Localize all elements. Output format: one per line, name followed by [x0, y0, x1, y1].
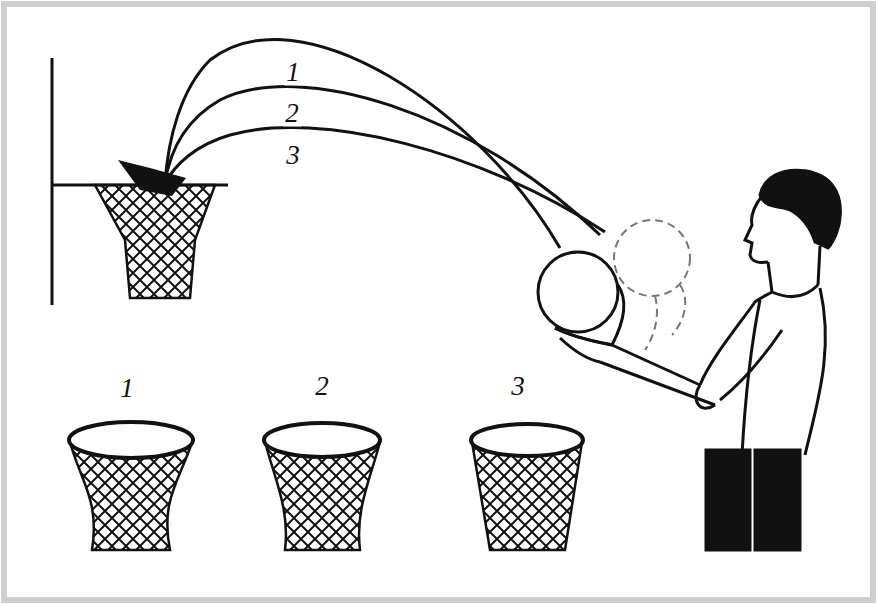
player-part	[700, 292, 772, 385]
trajectory-number: 2	[283, 100, 301, 127]
player	[555, 170, 840, 550]
basket-number: 1	[118, 375, 136, 402]
player-part	[600, 362, 715, 405]
ghost-ball-part	[645, 296, 657, 350]
basket-variant-part	[471, 424, 583, 456]
trajectory-curve-part	[165, 128, 605, 232]
player-part	[768, 262, 772, 292]
trajectory-number: 3	[284, 142, 302, 169]
player-part	[755, 450, 800, 550]
backboard-hoop-part	[51, 58, 54, 305]
trajectory-curve-part	[165, 86, 600, 235]
basket-variant-part	[264, 423, 380, 457]
basket-number: 3	[509, 373, 527, 400]
backboard-hoop-part	[95, 185, 215, 298]
basket-variant-part	[472, 442, 582, 550]
ball-entering-hoop	[118, 160, 186, 196]
player-part	[745, 196, 768, 262]
player-part	[818, 246, 820, 285]
ghost-ball-part	[614, 220, 690, 296]
ghost-ball-part	[672, 285, 685, 335]
trajectory-number: 1	[284, 59, 302, 86]
basketball	[538, 252, 618, 332]
trajectory-curve	[165, 39, 605, 248]
basket-variant	[69, 422, 583, 550]
player-part	[706, 450, 750, 550]
ghost-ball	[614, 220, 690, 350]
trajectory-curve-part	[165, 39, 560, 248]
backboard-hoop	[52, 58, 228, 305]
player-part	[772, 285, 818, 297]
player-part	[720, 330, 782, 400]
player-part	[612, 345, 700, 385]
player-hand	[555, 328, 612, 345]
player-part	[805, 288, 825, 455]
basket-variant-part	[69, 422, 193, 458]
player-part	[760, 170, 840, 248]
picture-frame	[4, 4, 873, 600]
basket-number: 2	[313, 373, 331, 400]
